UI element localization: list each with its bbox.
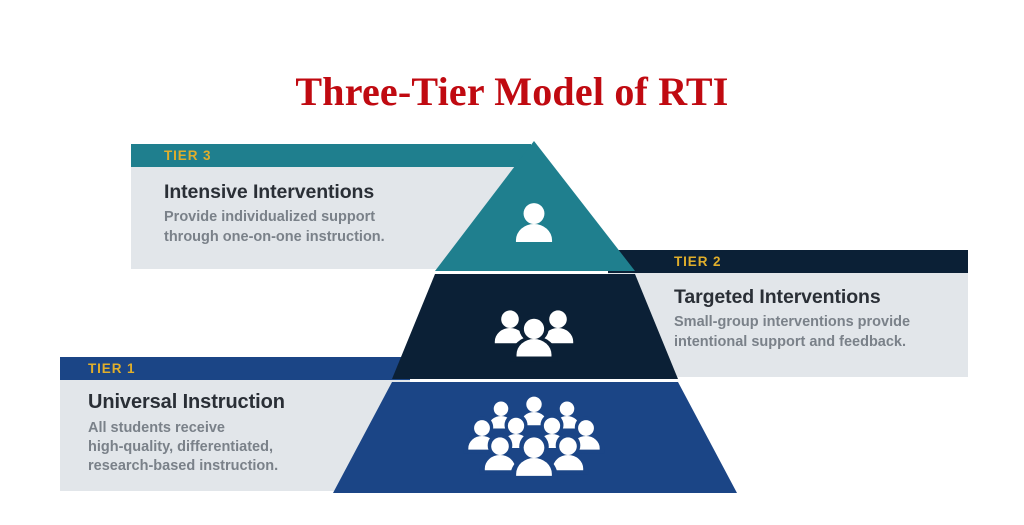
page-title: Three-Tier Model of RTI: [295, 69, 729, 114]
tier3-body: Intensive Interventions Provide individu…: [131, 167, 531, 247]
tier2-description: Small-group interventions provide intent…: [674, 314, 911, 350]
tier2-label: TIER 2: [674, 254, 722, 269]
tier1-label-bar: TIER 1: [60, 357, 410, 380]
tier3-label: TIER 3: [164, 148, 212, 163]
tier2-panel: TIER 2 Targeted Interventions Small-grou…: [608, 250, 968, 377]
tier2-label-bar: TIER 2: [608, 250, 968, 273]
tier2-heading: Targeted Interventions: [674, 286, 881, 308]
small-group-people-icon: [494, 310, 574, 362]
tier3-label-bar: TIER 3: [131, 144, 531, 167]
tier1-label: TIER 1: [88, 361, 136, 376]
tier3-panel: TIER 3 Intensive Interventions Provide i…: [131, 144, 531, 269]
tier3-heading: Intensive Interventions: [164, 181, 375, 203]
tier1-description: All students receive high-quality, diffe…: [88, 420, 279, 475]
tier2-body: Targeted Interventions Small-group inter…: [608, 273, 968, 352]
tier1-body: Universal Instruction All students recei…: [60, 380, 410, 476]
crowd-people-icon: [463, 396, 605, 481]
tier1-panel: TIER 1 Universal Instruction All student…: [60, 357, 410, 491]
tier3-description: Provide individualized support through o…: [164, 209, 385, 245]
tier1-heading: Universal Instruction: [88, 391, 285, 413]
